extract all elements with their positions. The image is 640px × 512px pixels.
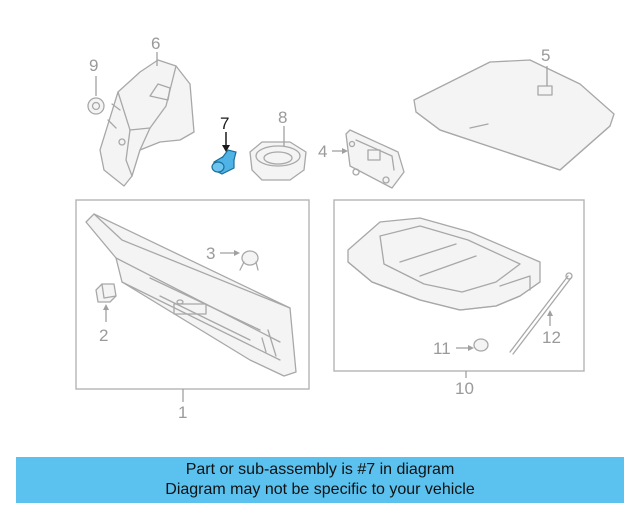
arrow-2 [103, 304, 109, 310]
subassembly-box-10 [333, 199, 585, 372]
subassembly-box-1 [75, 199, 310, 390]
label-5: 5 [541, 46, 550, 65]
label-3: 3 [206, 244, 215, 263]
label-6: 6 [151, 34, 160, 53]
arrow-4 [342, 148, 348, 154]
label-4: 4 [318, 142, 327, 161]
part-5-cargo-mat[interactable] [413, 59, 615, 171]
part-10-package-tray[interactable] [347, 217, 541, 311]
part-1-sill-trim[interactable] [85, 213, 297, 377]
part-8-cup[interactable] [249, 141, 307, 181]
part-9-grommet[interactable] [87, 97, 105, 115]
part-3-push-pin[interactable] [239, 250, 259, 271]
label-1: 1 [178, 403, 187, 422]
part-2-retainer[interactable] [95, 283, 117, 303]
info-banner: Part or sub-assembly is #7 in diagram Di… [16, 457, 624, 503]
part-12-support-rod[interactable] [509, 272, 573, 355]
part-6-quarter-trim[interactable] [99, 59, 195, 187]
label-11: 11 [433, 339, 451, 358]
arrow-7 [222, 145, 230, 152]
label-12: 12 [542, 328, 561, 347]
arrow-11 [468, 345, 474, 351]
label-10: 10 [455, 379, 474, 398]
label-8: 8 [278, 108, 287, 127]
label-2: 2 [99, 326, 108, 345]
parts-diagram: 9 6 7 8 4 [75, 34, 615, 422]
label-7: 7 [220, 114, 229, 133]
label-9: 9 [89, 56, 98, 75]
banner-line-2: Diagram may not be specific to your vehi… [165, 481, 475, 498]
part-11-plug[interactable] [473, 338, 489, 352]
banner-line-1: Part or sub-assembly is #7 in diagram [185, 461, 455, 478]
arrow-3 [234, 250, 240, 256]
arrow-12 [547, 310, 553, 316]
part-7-clip[interactable] [211, 149, 237, 175]
part-4-bracket[interactable] [345, 129, 405, 189]
